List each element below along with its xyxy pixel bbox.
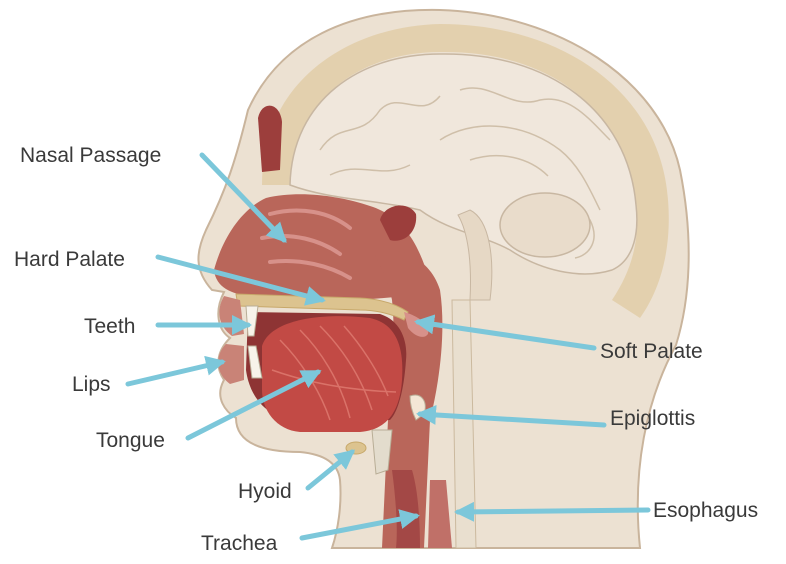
label-hyoid: Hyoid [238, 481, 292, 502]
label-esophagus: Esophagus [653, 500, 758, 521]
label-lips: Lips [72, 374, 111, 395]
label-trachea: Trachea [201, 533, 277, 554]
label-teeth: Teeth [84, 316, 135, 337]
label-epiglottis: Epiglottis [610, 408, 695, 429]
frontal-sinus [258, 106, 282, 172]
cerebellum [500, 193, 590, 257]
label-nasal-passage: Nasal Passage [20, 145, 161, 166]
label-soft-palate: Soft Palate [600, 341, 703, 362]
esophagus-arrow [458, 510, 648, 512]
label-tongue: Tongue [96, 430, 165, 451]
label-hard-palate: Hard Palate [14, 249, 125, 270]
lips-arrow [128, 362, 222, 384]
